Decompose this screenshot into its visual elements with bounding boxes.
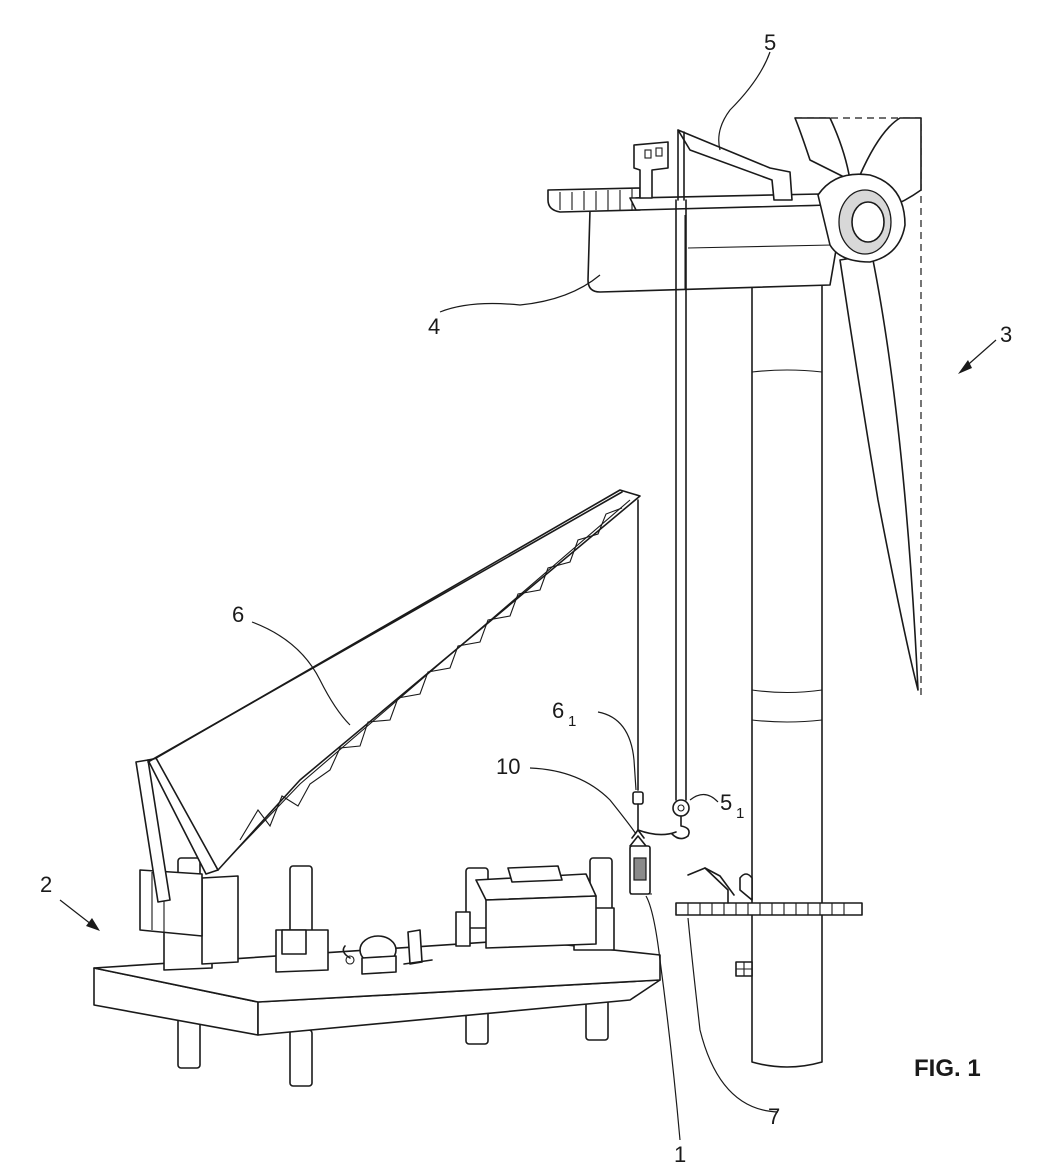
deck-bollard <box>408 930 422 964</box>
figure-title: FIG. 1 <box>914 1055 981 1082</box>
crane-boom <box>156 490 640 870</box>
leader-5 <box>719 52 770 150</box>
label-6-1-sub: 1 <box>568 713 576 730</box>
leader-6-1 <box>598 712 636 790</box>
vessel-leg-2 <box>290 1030 312 1086</box>
label-3: 3 <box>1000 322 1012 347</box>
suspended-load <box>630 836 652 894</box>
crane-pendant-line <box>148 492 622 762</box>
nacelle-crane-boom <box>678 130 792 200</box>
leader-4 <box>440 275 600 312</box>
label-6-1-main: 6 <box>552 698 564 723</box>
arrow-2 <box>60 900 100 931</box>
label-5-1-sub: 1 <box>736 805 744 822</box>
label-4: 4 <box>428 314 440 339</box>
label-5-1-main: 5 <box>720 790 732 815</box>
nacelle-platform <box>548 188 640 212</box>
leader-10 <box>530 768 636 834</box>
deck-module-front <box>486 896 596 948</box>
jacking-house-3 <box>456 912 470 946</box>
jackup-vessel <box>94 858 660 1086</box>
vessel-crane-hook <box>632 792 676 838</box>
label-5-1: 5 1 <box>720 790 744 822</box>
leader-1 <box>646 896 680 1140</box>
platform-davit <box>688 868 728 903</box>
label-6: 6 <box>232 602 244 627</box>
nacelle-body <box>588 205 836 292</box>
vessel-leg-1 <box>178 1018 200 1068</box>
label-1: 1 <box>674 1142 686 1167</box>
crane-house-side <box>140 870 202 936</box>
deck-module-cap <box>508 866 562 882</box>
platform-door <box>740 874 752 900</box>
arrow-3 <box>958 340 996 374</box>
hub-center <box>852 202 884 242</box>
leader-5-1 <box>690 794 718 802</box>
label-5: 5 <box>764 30 776 55</box>
vessel-crane <box>136 490 676 902</box>
transition-platform <box>676 903 862 915</box>
label-6-1: 6 1 <box>552 698 576 730</box>
rotor-blade-lower <box>840 255 918 690</box>
rotor-blade-upper <box>795 118 850 180</box>
jacking-house-2-top <box>282 930 306 954</box>
label-2: 2 <box>40 872 52 897</box>
label-10: 10 <box>496 754 520 779</box>
crane-house <box>202 876 238 964</box>
label-7: 7 <box>768 1104 780 1129</box>
tower <box>752 285 822 1067</box>
vessel-leg-top-2 <box>290 866 312 936</box>
